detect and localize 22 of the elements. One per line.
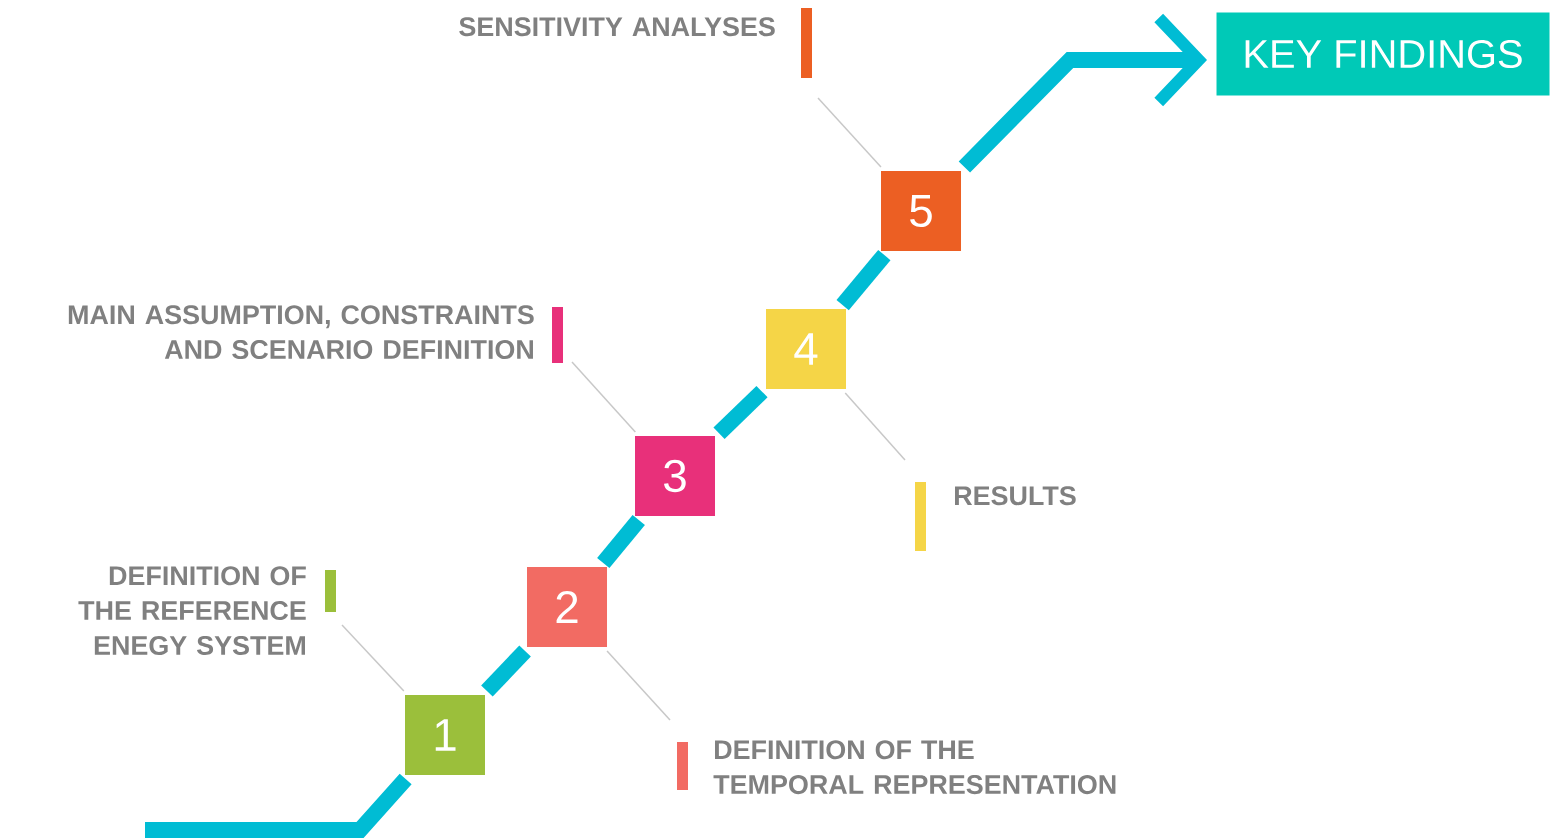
step-label: RESULTS (915, 482, 1076, 551)
path-line (713, 385, 768, 440)
path-line (145, 773, 412, 838)
leader-line (817, 97, 882, 168)
step-square: 4 (762, 305, 850, 393)
step-label: DEFINITION OF THE REFERENCE ENEGY SYSTEM (78, 566, 336, 655)
leader-line (341, 624, 405, 692)
path-line (597, 514, 645, 569)
key-findings-box: KEY FINDINGS (1216, 12, 1550, 96)
path-line (481, 645, 531, 697)
step-label: DEFINITION OF THE TEMPORAL REPRESENTATION (677, 740, 1116, 795)
step-label: MAIN ASSUMPTION, CONSTRAINTS AND SCENARIO DEFINITION (68, 305, 563, 363)
path-line (836, 249, 891, 311)
step-square: 3 (631, 432, 719, 520)
step-square: 1 (401, 691, 489, 779)
leader-line (606, 650, 671, 721)
leader-line (844, 392, 906, 461)
step-square: 5 (877, 167, 965, 255)
arrow (958, 13, 1207, 173)
leader-line (571, 361, 637, 433)
step-label: SENSITIVITY ANALYSES (459, 8, 812, 78)
step-square: 2 (523, 563, 611, 651)
